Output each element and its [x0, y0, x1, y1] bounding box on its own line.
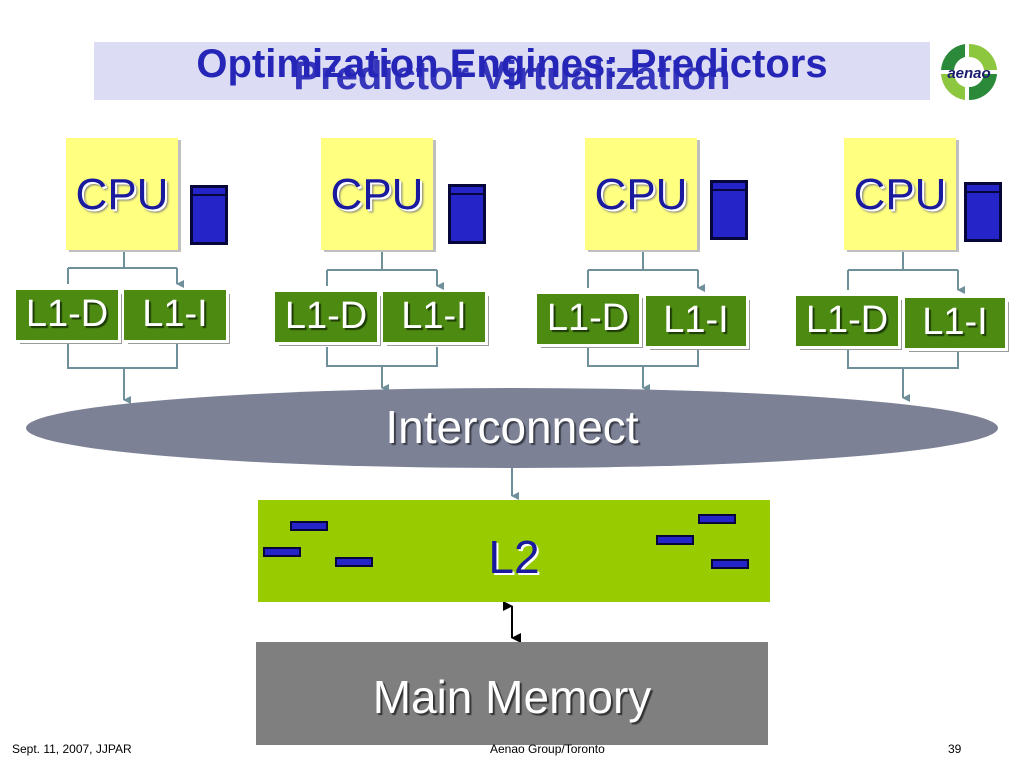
title-band: [94, 42, 930, 100]
cpu-3: CPU: [585, 138, 697, 250]
cpu-2-label: CPU: [330, 170, 424, 219]
l2-label: L2: [488, 531, 540, 583]
l1i-cache-2: L1-I: [383, 292, 485, 342]
cpu-1-label: CPU: [75, 170, 169, 219]
footer-date: Sept. 11, 2007, JJPAR: [12, 742, 132, 756]
main-memory-label: Main Memory: [372, 671, 652, 723]
l1d-label-3: L1-D: [546, 297, 630, 339]
l1d-label-1: L1-D: [25, 293, 109, 335]
l2-predictor-entry: [711, 559, 749, 569]
interconnect-bus: Interconnect: [26, 388, 998, 468]
slide-number: 39: [948, 742, 962, 756]
l1d-cache-2: L1-D: [275, 292, 377, 342]
interconnect-label: Interconnect: [385, 401, 639, 453]
l2-predictor-entry: [656, 535, 694, 545]
predictor-table-1: [190, 185, 228, 245]
l1d-label-4: L1-D: [805, 299, 889, 341]
l1d-cache-4: L1-D: [796, 296, 898, 346]
cpu-1: CPU: [66, 138, 178, 250]
l1i-cache-3: L1-I: [646, 296, 746, 346]
aenao-logo: aenao: [941, 43, 997, 101]
svg-text:aenao: aenao: [947, 65, 990, 82]
cpu-2: CPU: [321, 138, 433, 250]
overlapping-title: Predictor Virtualization: [293, 54, 731, 98]
cpu-4: CPU: [844, 138, 956, 250]
main-memory: Main Memory: [256, 642, 768, 745]
l2-cache: L2: [258, 500, 770, 602]
predictor-table-2: [448, 184, 486, 244]
l1i-cache-4: L1-I: [905, 298, 1005, 348]
predictor-table-3: [710, 180, 748, 240]
l1i-label-3: L1-I: [663, 299, 729, 341]
l2-predictor-entry: [290, 521, 328, 531]
footer-group: Aenao Group/Toronto: [490, 742, 605, 756]
slide-title: Optimization Engines: Predictors: [196, 42, 828, 86]
l1i-label-2: L1-I: [401, 295, 467, 337]
l1i-label-1: L1-I: [142, 293, 208, 335]
cpu-3-label: CPU: [594, 170, 688, 219]
l1d-label-2: L1-D: [284, 295, 368, 337]
cpu-4-label: CPU: [853, 170, 947, 219]
l1d-cache-1: L1-D: [16, 290, 118, 340]
l2-predictor-entry: [263, 547, 301, 557]
l2-predictor-entry: [698, 514, 736, 524]
predictor-table-4: [964, 182, 1002, 242]
l1d-cache-3: L1-D: [537, 294, 639, 344]
l1i-label-4: L1-I: [922, 301, 988, 343]
l1i-cache-1: L1-I: [124, 290, 226, 340]
l2-predictor-entry: [335, 557, 373, 567]
